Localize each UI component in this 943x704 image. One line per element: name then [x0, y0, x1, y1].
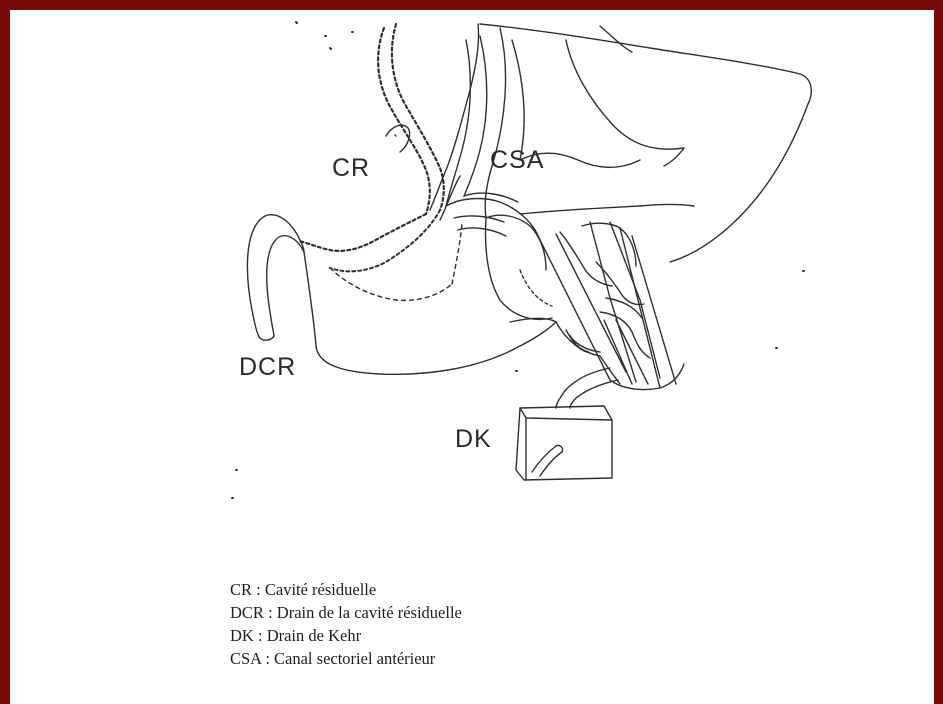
legend-text: Drain de la cavité résiduelle — [277, 603, 462, 622]
dcr-drain — [247, 215, 304, 341]
legend-text: Drain de Kehr — [267, 626, 361, 645]
legend-abbr: CR — [230, 580, 252, 599]
legend-abbr: CSA — [230, 649, 261, 668]
legend-text: Canal sectoriel antérieur — [274, 649, 435, 668]
legend-sep: : — [252, 580, 265, 599]
legend-sep: : — [264, 603, 277, 622]
label-dk: DK — [455, 425, 492, 454]
legend-row-cr: CR : Cavité résiduelle — [230, 578, 462, 601]
legend-text: Cavité résiduelle — [265, 580, 376, 599]
legend-abbr: DK — [230, 626, 254, 645]
liver-outline — [304, 24, 600, 374]
legend-sep: : — [261, 649, 274, 668]
legend: CR : Cavité résiduelle DCR : Drain de la… — [230, 578, 462, 670]
pancreas-region — [486, 215, 684, 389]
kehr-drain — [516, 368, 618, 480]
label-cr: CR — [332, 154, 370, 183]
label-dcr: DCR — [239, 353, 296, 382]
legend-abbr: DCR — [230, 603, 264, 622]
scan-specks — [232, 22, 804, 498]
legend-row-csa: CSA : Canal sectoriel antérieur — [230, 647, 462, 670]
label-csa: CSA — [490, 146, 544, 175]
legend-sep: : — [254, 626, 267, 645]
legend-row-dcr: DCR : Drain de la cavité résiduelle — [230, 601, 462, 624]
legend-row-dk: DK : Drain de Kehr — [230, 624, 462, 647]
residual-cavity — [298, 24, 462, 300]
